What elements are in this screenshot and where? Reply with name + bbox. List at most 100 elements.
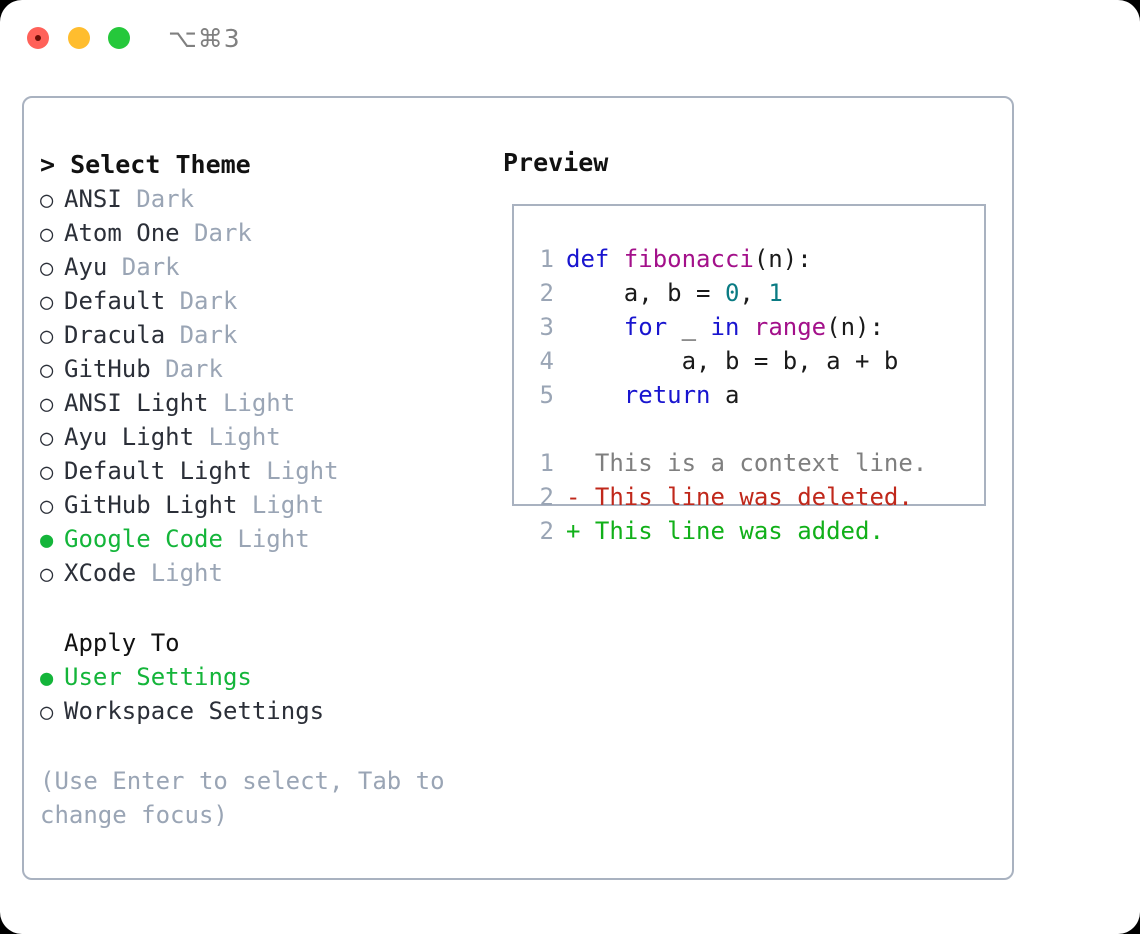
code-token: fibonacci	[623, 245, 754, 273]
maximize-window-button[interactable]	[108, 27, 130, 49]
radio-unselected-icon: ○	[40, 494, 54, 519]
dialog-card: > Select Theme ○ANSI Dark○Atom One Dark○…	[22, 96, 1014, 880]
theme-variant-badge: Light	[222, 389, 296, 417]
code-line: 5 return a	[526, 378, 976, 412]
preview-heading: Preview	[503, 148, 609, 177]
theme-option-default-light[interactable]: ○ Default Light Light	[40, 454, 490, 488]
code-token: _	[667, 313, 711, 341]
diff-text: This is a context line.	[580, 449, 928, 477]
theme-option-google-code[interactable]: ● Google Code Light	[40, 522, 490, 556]
apply-to-option-user-settings[interactable]: ●User Settings	[40, 660, 490, 694]
code-token	[566, 381, 624, 409]
code-line: 4 a, b = b, a + b	[526, 344, 976, 378]
code-token: a, b = b, a + b	[566, 347, 899, 375]
theme-variant-badge: Dark	[121, 253, 180, 281]
theme-option-dracula[interactable]: ○ Dracula Dark	[40, 318, 490, 352]
theme-option-xcode[interactable]: ○ XCode Light	[40, 556, 490, 590]
code-token: a	[710, 381, 740, 409]
theme-option-ayu-light[interactable]: ○ Ayu Light Light	[40, 420, 490, 454]
code-token: 0	[724, 279, 740, 307]
theme-variant-badge: Light	[266, 457, 339, 485]
radio-unselected-icon: ○	[40, 256, 54, 281]
theme-list: ○ANSI Dark○Atom One Dark○Ayu Dark○Defaul…	[40, 182, 490, 590]
theme-option-ansi-light[interactable]: ○ ANSI Light Light	[40, 386, 490, 420]
keyboard-hint-text: (Use Enter to select, Tab to change focu…	[40, 767, 460, 829]
theme-option-label: Dracula	[64, 321, 180, 349]
diff-text: This line was added.	[580, 517, 884, 545]
radio-unselected-icon: ○	[40, 460, 54, 485]
apply-to-list: ●User Settings ○ Workspace Settings	[40, 660, 490, 728]
code-token: (n):	[753, 245, 812, 273]
radio-unselected-icon: ○	[40, 700, 54, 725]
diff-line: 2- This line was deleted.	[526, 480, 976, 514]
code-token: return	[623, 381, 711, 409]
theme-selector-panel: > Select Theme ○ANSI Dark○Atom One Dark○…	[40, 148, 490, 728]
diff-sign	[566, 449, 580, 477]
code-token: (n):	[826, 313, 884, 341]
theme-variant-badge: Dark	[179, 287, 238, 315]
radio-selected-icon: ●	[40, 528, 54, 553]
apply-to-option-label: Workspace Settings	[64, 697, 325, 725]
theme-variant-badge: Light	[251, 491, 325, 519]
apply-to-option-label: User Settings	[64, 663, 252, 691]
theme-option-label: GitHub Light	[64, 491, 252, 519]
code-token: in	[710, 313, 740, 341]
radio-unselected-icon: ○	[40, 324, 54, 349]
title-bar: ⌥⌘3	[0, 0, 1140, 76]
line-number: 3	[539, 313, 554, 341]
code-line: 1 def fibonacci(n):	[526, 242, 976, 276]
line-number: 1	[539, 245, 554, 273]
close-icon	[35, 35, 41, 41]
diff-block: 1 This is a context line. 2- This line wa…	[526, 446, 976, 548]
theme-option-label: ANSI Light	[64, 389, 223, 417]
apply-to-heading: Apply To	[64, 629, 180, 657]
code-token: ,	[739, 279, 769, 307]
code-token: for	[623, 313, 668, 341]
code-token	[566, 313, 624, 341]
line-number: 4	[539, 347, 554, 375]
theme-option-default[interactable]: ○Default Dark	[40, 284, 490, 318]
theme-variant-badge: Light	[150, 559, 223, 587]
line-number: 2	[539, 483, 554, 511]
theme-option-label: Atom One	[64, 219, 195, 247]
line-number: 2	[539, 279, 554, 307]
code-token: 1	[768, 279, 783, 307]
diff-sign: +	[566, 517, 581, 545]
code-token: def	[566, 245, 624, 273]
radio-unselected-icon: ○	[40, 392, 54, 417]
code-line: 3 for _ in range(n):	[526, 310, 976, 344]
theme-option-ayu[interactable]: ○ Ayu Dark	[40, 250, 490, 284]
line-number: 1	[539, 449, 554, 477]
theme-option-label: Google Code	[64, 525, 238, 553]
radio-unselected-icon: ○	[40, 222, 54, 247]
code-diff-spacer	[526, 412, 976, 446]
theme-variant-badge: Light	[237, 525, 310, 553]
theme-option-label: Default Light	[64, 457, 267, 485]
theme-option-github-light[interactable]: ○ GitHub Light Light	[40, 488, 490, 522]
line-number: 2	[539, 517, 554, 545]
theme-option-github[interactable]: ○GitHub Dark	[40, 352, 490, 386]
theme-option-label: Ayu	[64, 253, 122, 281]
theme-option-label: Default	[64, 287, 180, 315]
diff-sign: -	[566, 483, 581, 511]
theme-option-label: XCode	[64, 559, 151, 587]
theme-variant-badge: Light	[208, 423, 281, 451]
theme-option-label: Ayu Light	[64, 423, 209, 451]
radio-unselected-icon: ○	[40, 562, 54, 587]
theme-variant-badge: Dark	[179, 321, 238, 349]
theme-option-atom-one[interactable]: ○Atom One Dark	[40, 216, 490, 250]
theme-option-label: GitHub	[64, 355, 166, 383]
theme-option-label: ANSI	[64, 185, 137, 213]
theme-selector-heading: > Select Theme	[40, 150, 251, 179]
code-token: range	[753, 313, 827, 341]
minimize-window-button[interactable]	[68, 27, 90, 49]
code-token: a, b =	[566, 279, 725, 307]
apply-to-option-workspace-settings[interactable]: ○ Workspace Settings	[40, 694, 490, 728]
radio-unselected-icon: ○	[40, 426, 54, 451]
code-token	[739, 313, 753, 341]
theme-option-ansi[interactable]: ○ANSI Dark	[40, 182, 490, 216]
